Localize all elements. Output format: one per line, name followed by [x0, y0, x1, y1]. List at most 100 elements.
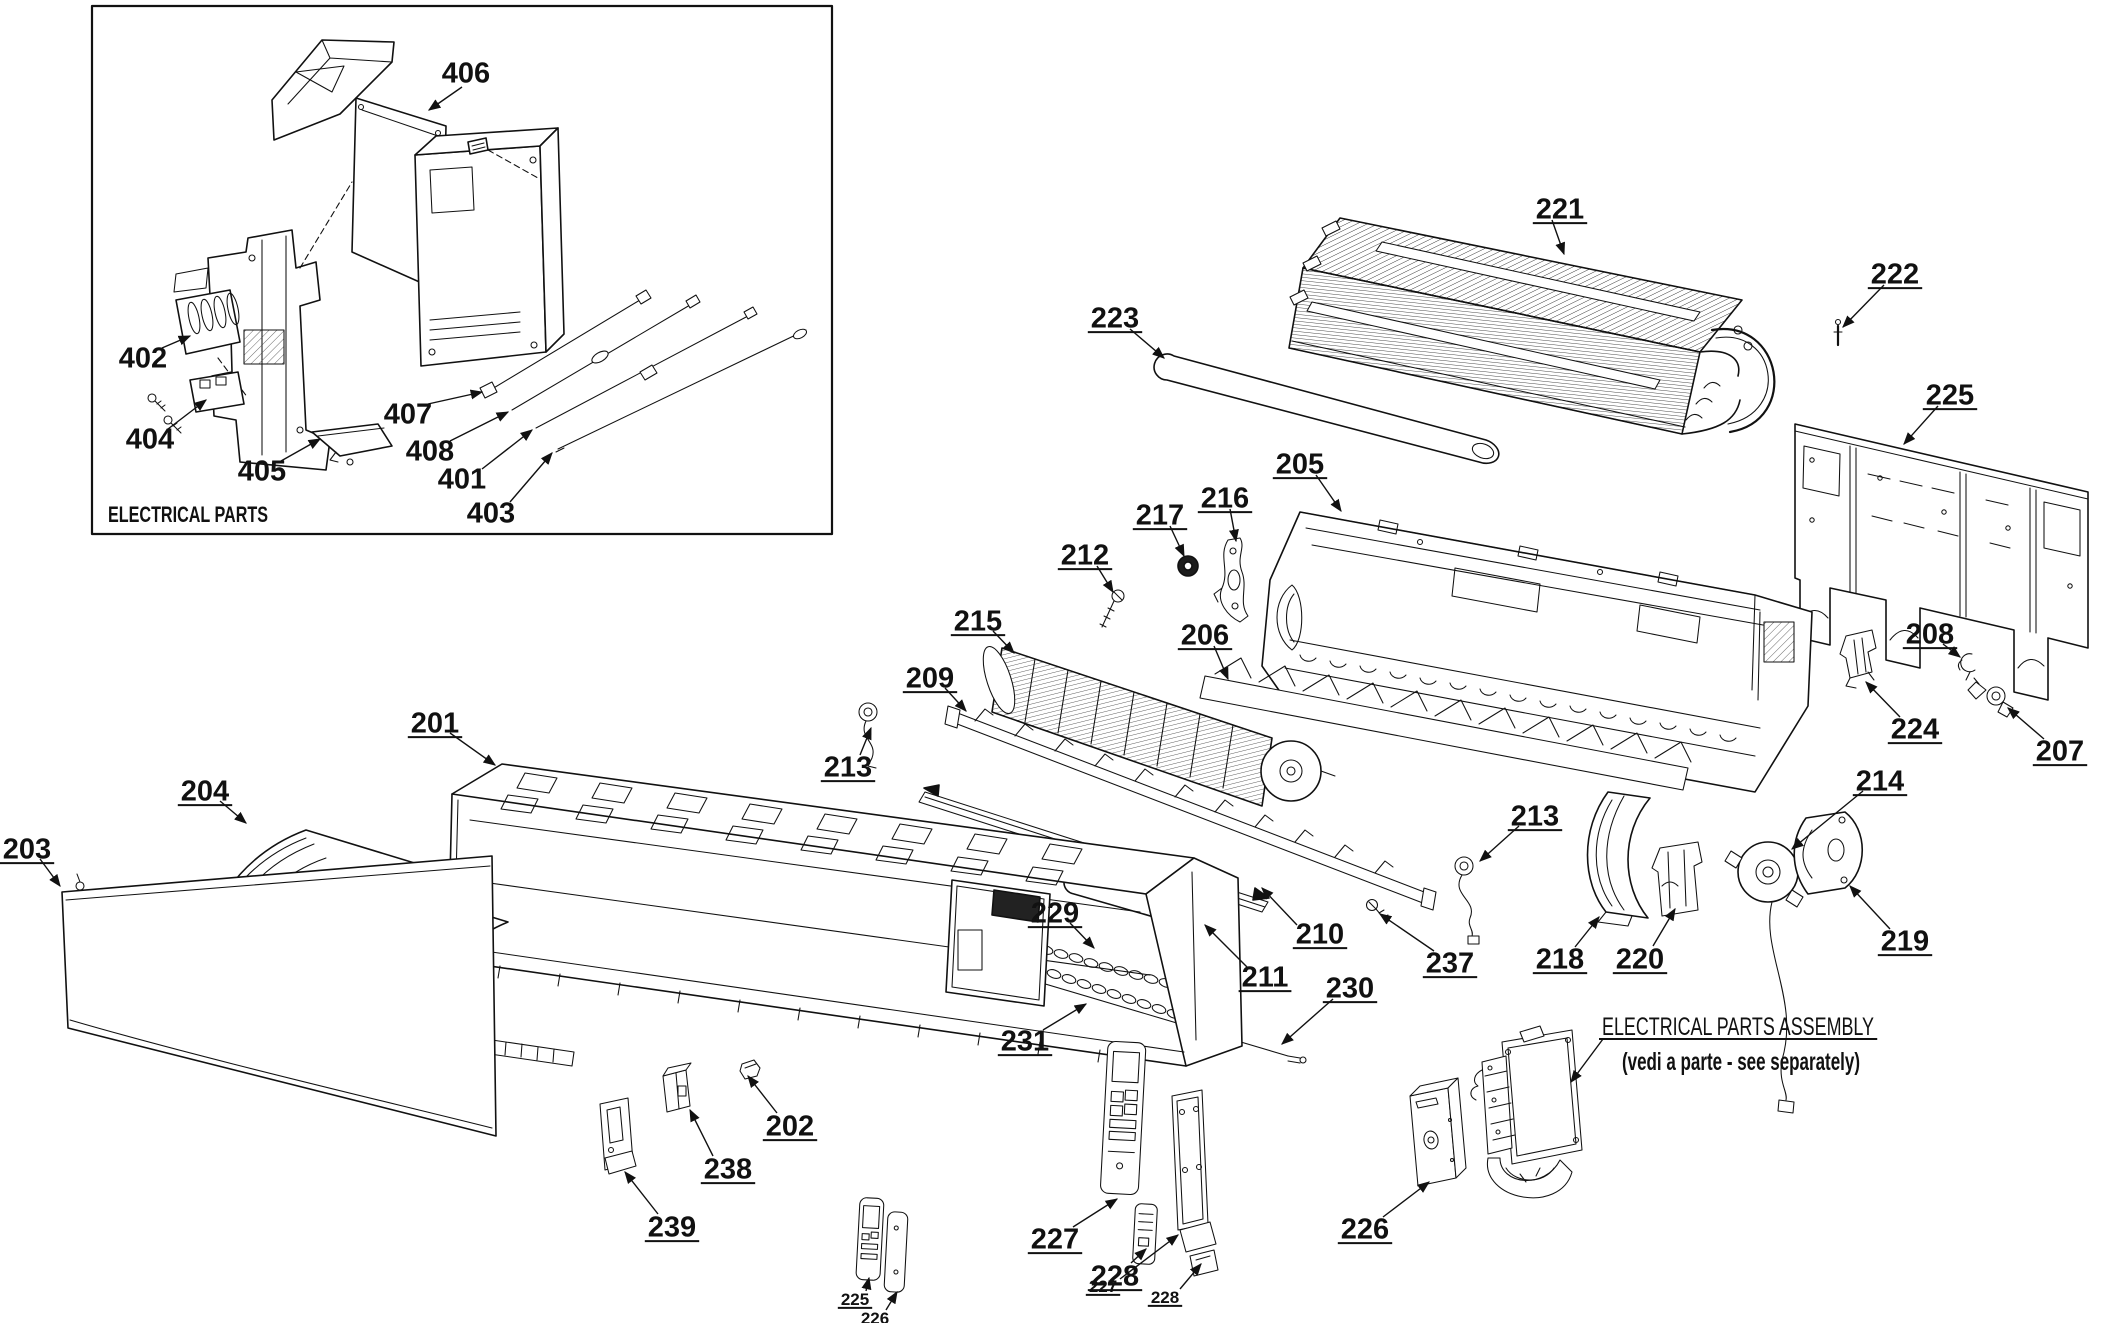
- vane-rail-209: [944, 705, 1437, 911]
- part-label-203: 203: [3, 833, 51, 865]
- part-label-231: 231: [1001, 1025, 1049, 1057]
- part-label-226-small: 226: [861, 1309, 889, 1323]
- electrical-parts-assembly: [1470, 1025, 1583, 1199]
- thermistor-213-left: [858, 702, 878, 769]
- part-label-225-small: 225: [841, 1290, 869, 1309]
- leader-line-214: [1791, 790, 1864, 850]
- small-plug-part: [467, 137, 539, 179]
- top-grille: [500, 772, 1083, 886]
- part-label-212: 212: [1061, 539, 1109, 571]
- part-label-225-plate: 225: [1926, 379, 1974, 411]
- leader-line-404: [167, 399, 208, 430]
- part-label-227-small: 227: [1089, 1277, 1117, 1296]
- leader-line-218: [1574, 916, 1600, 948]
- part-label-216: 216: [1201, 482, 1249, 514]
- part-label-403: 403: [467, 497, 515, 529]
- part-label-219: 219: [1881, 925, 1929, 957]
- part-label-207: 207: [2036, 735, 2084, 767]
- mounting-plate-225: [1794, 423, 2089, 701]
- leader-line-215: [992, 630, 1015, 654]
- leader-line-237: [1378, 913, 1435, 952]
- leader-line-239: [624, 1171, 659, 1215]
- leader-line-402: [161, 335, 192, 349]
- mini-remote-228: [1132, 1203, 1158, 1265]
- leader-line-226-small: [885, 1290, 898, 1311]
- air-deflector-218: [1586, 791, 1651, 927]
- leader-line-227-small: [1119, 1234, 1180, 1280]
- leader-line-213-right: [1479, 825, 1520, 862]
- housing-foot-grille: [489, 1039, 575, 1067]
- part-label-408: 408: [406, 435, 454, 467]
- leader-line-note-line1: [1570, 1038, 1604, 1084]
- heat-exchanger-221: [1288, 217, 1776, 435]
- leader-line-206: [1213, 645, 1229, 681]
- leader-line-221: [1551, 219, 1565, 256]
- motor-cover-219: [1793, 811, 1864, 895]
- part-label-220: 220: [1616, 943, 1664, 975]
- leader-line-225-small: [861, 1276, 872, 1292]
- holder-box-238: [662, 1062, 692, 1113]
- part-label-202: 202: [766, 1110, 814, 1142]
- part-label-note-line1: ELECTRICAL PARTS ASSEMBLY: [1602, 1013, 1874, 1041]
- leader-line-205: [1315, 474, 1342, 513]
- part-label-228: 228: [1091, 1260, 1139, 1292]
- part-label-213-left: 213: [824, 751, 872, 783]
- part-label-213-right: 213: [1511, 800, 1559, 832]
- wiring-harness-parts: [479, 289, 808, 453]
- assembly-dashed-line-2: [299, 181, 353, 269]
- motor-cable: [1769, 901, 1788, 1101]
- clip-208: [1957, 653, 1976, 681]
- leader-line-227: [1072, 1198, 1119, 1228]
- fan-motor-214: [1724, 841, 1804, 1114]
- front-panel-203: [61, 855, 497, 1137]
- terminal-block-402-part: [175, 289, 241, 355]
- leader-line-202: [747, 1075, 778, 1114]
- part-label-227: 227: [1031, 1223, 1079, 1255]
- bottom-slots: [497, 965, 1101, 1063]
- electrical-parts-box: [90, 4, 834, 536]
- part-label-237: 237: [1426, 947, 1474, 979]
- leader-line-408: [449, 411, 510, 442]
- bracket-239: [599, 1097, 637, 1175]
- leader-line-403: [509, 452, 553, 503]
- part-label-221: 221: [1536, 193, 1584, 225]
- part-label-226-box: 226: [1341, 1213, 1389, 1245]
- cover-box-226: [1409, 1077, 1467, 1187]
- part-label-211: 211: [1242, 961, 1289, 993]
- screw-212: [1099, 589, 1125, 628]
- bracket-224: [1839, 629, 1877, 689]
- part-label-note-line2: (vedi a parte - see separately): [1622, 1048, 1860, 1076]
- part-label-406: 406: [442, 57, 490, 89]
- holder-207: [1967, 677, 2014, 718]
- air-duct-part: [271, 39, 395, 141]
- bearing-bracket-220: [1651, 841, 1703, 917]
- leader-line-208: [1942, 643, 1962, 658]
- display-module: [945, 879, 1051, 1007]
- leader-line-207: [2007, 707, 2045, 740]
- part-label-404: 404: [126, 423, 174, 455]
- part-label-228-small: 228: [1151, 1288, 1179, 1307]
- leader-line-209: [944, 687, 967, 712]
- part-label-223: 223: [1091, 302, 1139, 334]
- leader-line-216: [1228, 508, 1239, 543]
- leader-line-211: [1204, 924, 1248, 968]
- leader-line-222: [1842, 284, 1885, 328]
- part-label-405: 405: [238, 455, 286, 487]
- part-label-224: 224: [1891, 713, 1939, 745]
- leader-line-203: [39, 858, 61, 888]
- electrical-parts-box-border: [90, 4, 834, 536]
- louver-strip-206: [1199, 657, 1692, 791]
- small-remote-front-225: [855, 1197, 885, 1281]
- leader-line-212: [1096, 565, 1114, 594]
- refrigerant-pipes: [1681, 325, 1776, 435]
- remote-holder-plate: [1171, 1089, 1219, 1277]
- remote-control-227: [1100, 1040, 1147, 1196]
- leader-line-224: [1865, 681, 1901, 718]
- grommet-217: [1177, 555, 1199, 577]
- part-label-222: 222: [1871, 258, 1919, 290]
- leader-line-406: [427, 86, 463, 111]
- leader-line-230: [1281, 998, 1334, 1045]
